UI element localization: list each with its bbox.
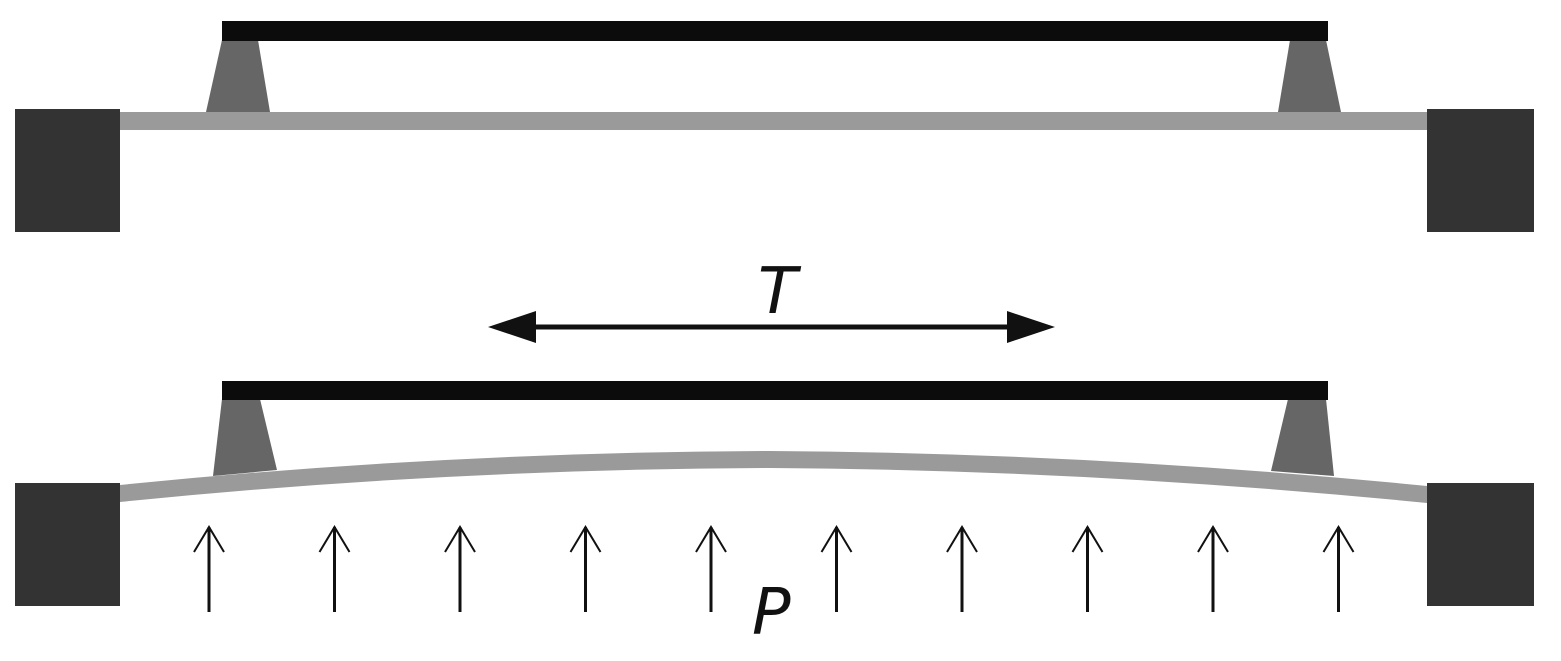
pressure-arrow bbox=[569, 525, 602, 612]
pressure-arrow-head bbox=[1197, 525, 1229, 553]
top-plate-upper bbox=[222, 21, 1328, 41]
pressure-arrow bbox=[1071, 525, 1104, 612]
pressure-arrow-head bbox=[1071, 525, 1104, 553]
pressure-arrow bbox=[695, 525, 727, 612]
pressure-arrow bbox=[946, 525, 978, 612]
top-plate-lower bbox=[222, 381, 1328, 400]
right-spacer-top bbox=[1278, 40, 1341, 112]
left-support-block-bottom bbox=[15, 483, 120, 606]
left-spacer-bottom bbox=[213, 399, 277, 476]
tension-arrow-left-head bbox=[488, 311, 536, 343]
membrane-flat bbox=[120, 112, 1427, 130]
pressure-arrow-head bbox=[318, 525, 351, 553]
left-support-block-top bbox=[15, 109, 120, 232]
deflected-state bbox=[15, 381, 1534, 606]
pressure-arrow bbox=[1322, 525, 1355, 612]
pressure-arrow-head bbox=[695, 525, 727, 553]
pressure-label: P bbox=[752, 576, 791, 650]
membrane-deflected bbox=[120, 451, 1427, 503]
pressure-arrow bbox=[318, 525, 351, 612]
tension-label: T bbox=[758, 255, 802, 329]
pressure-arrow bbox=[1197, 525, 1229, 612]
tension-arrow-right-head bbox=[1007, 311, 1055, 343]
pressure-arrow bbox=[193, 525, 225, 612]
pressure-arrow-head bbox=[1322, 525, 1355, 553]
pressure-arrow-head bbox=[820, 525, 853, 553]
pressure-arrow-head bbox=[569, 525, 602, 553]
pressure-arrow bbox=[444, 525, 476, 612]
undeflected-state bbox=[15, 21, 1534, 232]
pressure-arrow bbox=[820, 525, 853, 612]
pressure-arrow-head bbox=[444, 525, 476, 553]
tension-arrow: T bbox=[488, 255, 1055, 343]
pressure-arrows bbox=[193, 525, 1355, 612]
right-support-block-bottom bbox=[1427, 483, 1534, 606]
left-spacer-top bbox=[206, 40, 270, 112]
right-spacer-bottom bbox=[1271, 399, 1334, 476]
right-support-block-top bbox=[1427, 109, 1534, 232]
pressure-arrow-head bbox=[946, 525, 978, 553]
pressure-arrow-head bbox=[193, 525, 225, 553]
